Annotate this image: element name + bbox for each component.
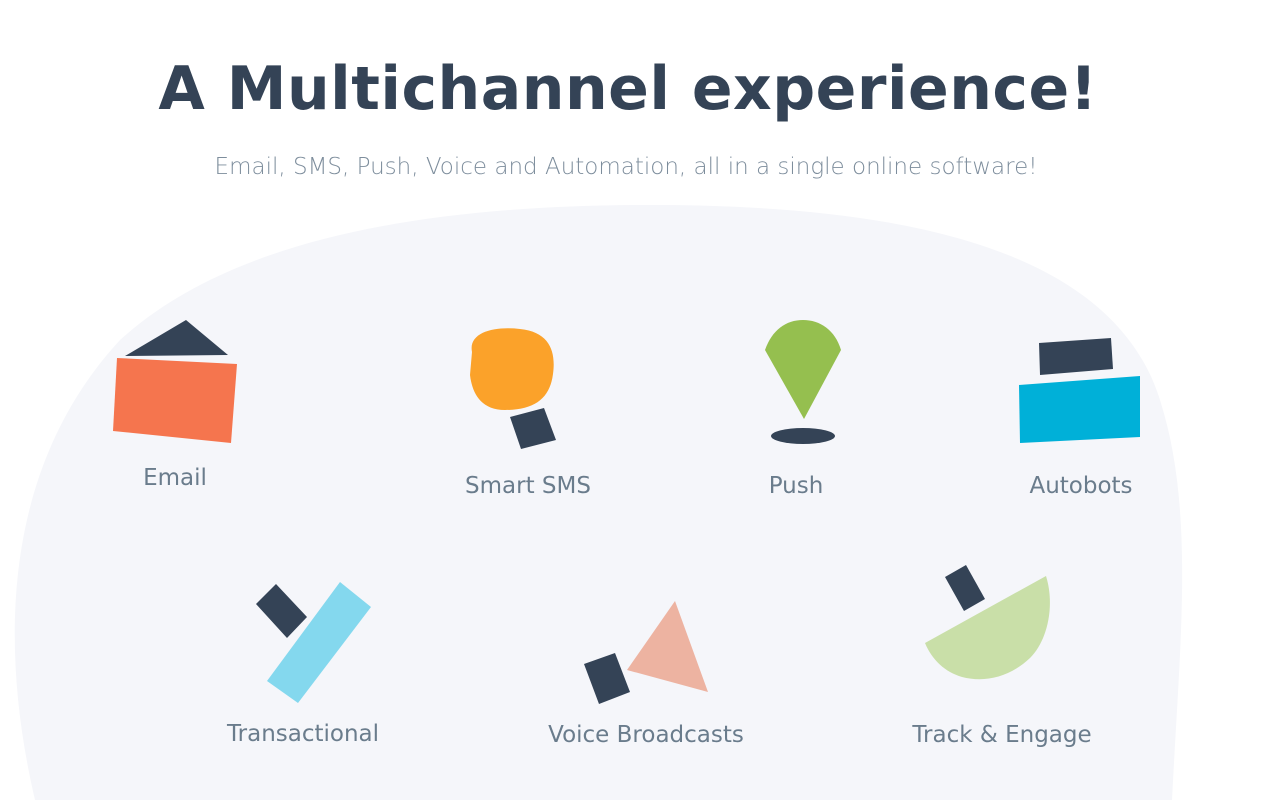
autobots-icon (1019, 338, 1140, 443)
feature-label-transactional: Transactional (226, 721, 380, 747)
feature-label-push: Push (768, 473, 824, 499)
feature-label-autobots: Autobots (1029, 473, 1133, 499)
feature-label-smart-sms: Smart SMS (465, 473, 591, 499)
voice-broadcasts-icon (584, 601, 708, 704)
page-subtitle: Email, SMS, Push, Voice and Automation, … (214, 154, 1038, 180)
track-engage-icon (925, 565, 1050, 680)
email-icon (113, 320, 237, 443)
feature-label-email: Email (143, 465, 207, 491)
push-icon (765, 320, 841, 444)
page-title: A Multichannel experience! (158, 54, 1098, 124)
transactional-icon (256, 582, 371, 703)
smart-sms-icon (470, 328, 556, 449)
feature-label-voice-broadcasts: Voice Broadcasts (548, 722, 744, 748)
feature-label-track-engage: Track & Engage (912, 722, 1092, 748)
